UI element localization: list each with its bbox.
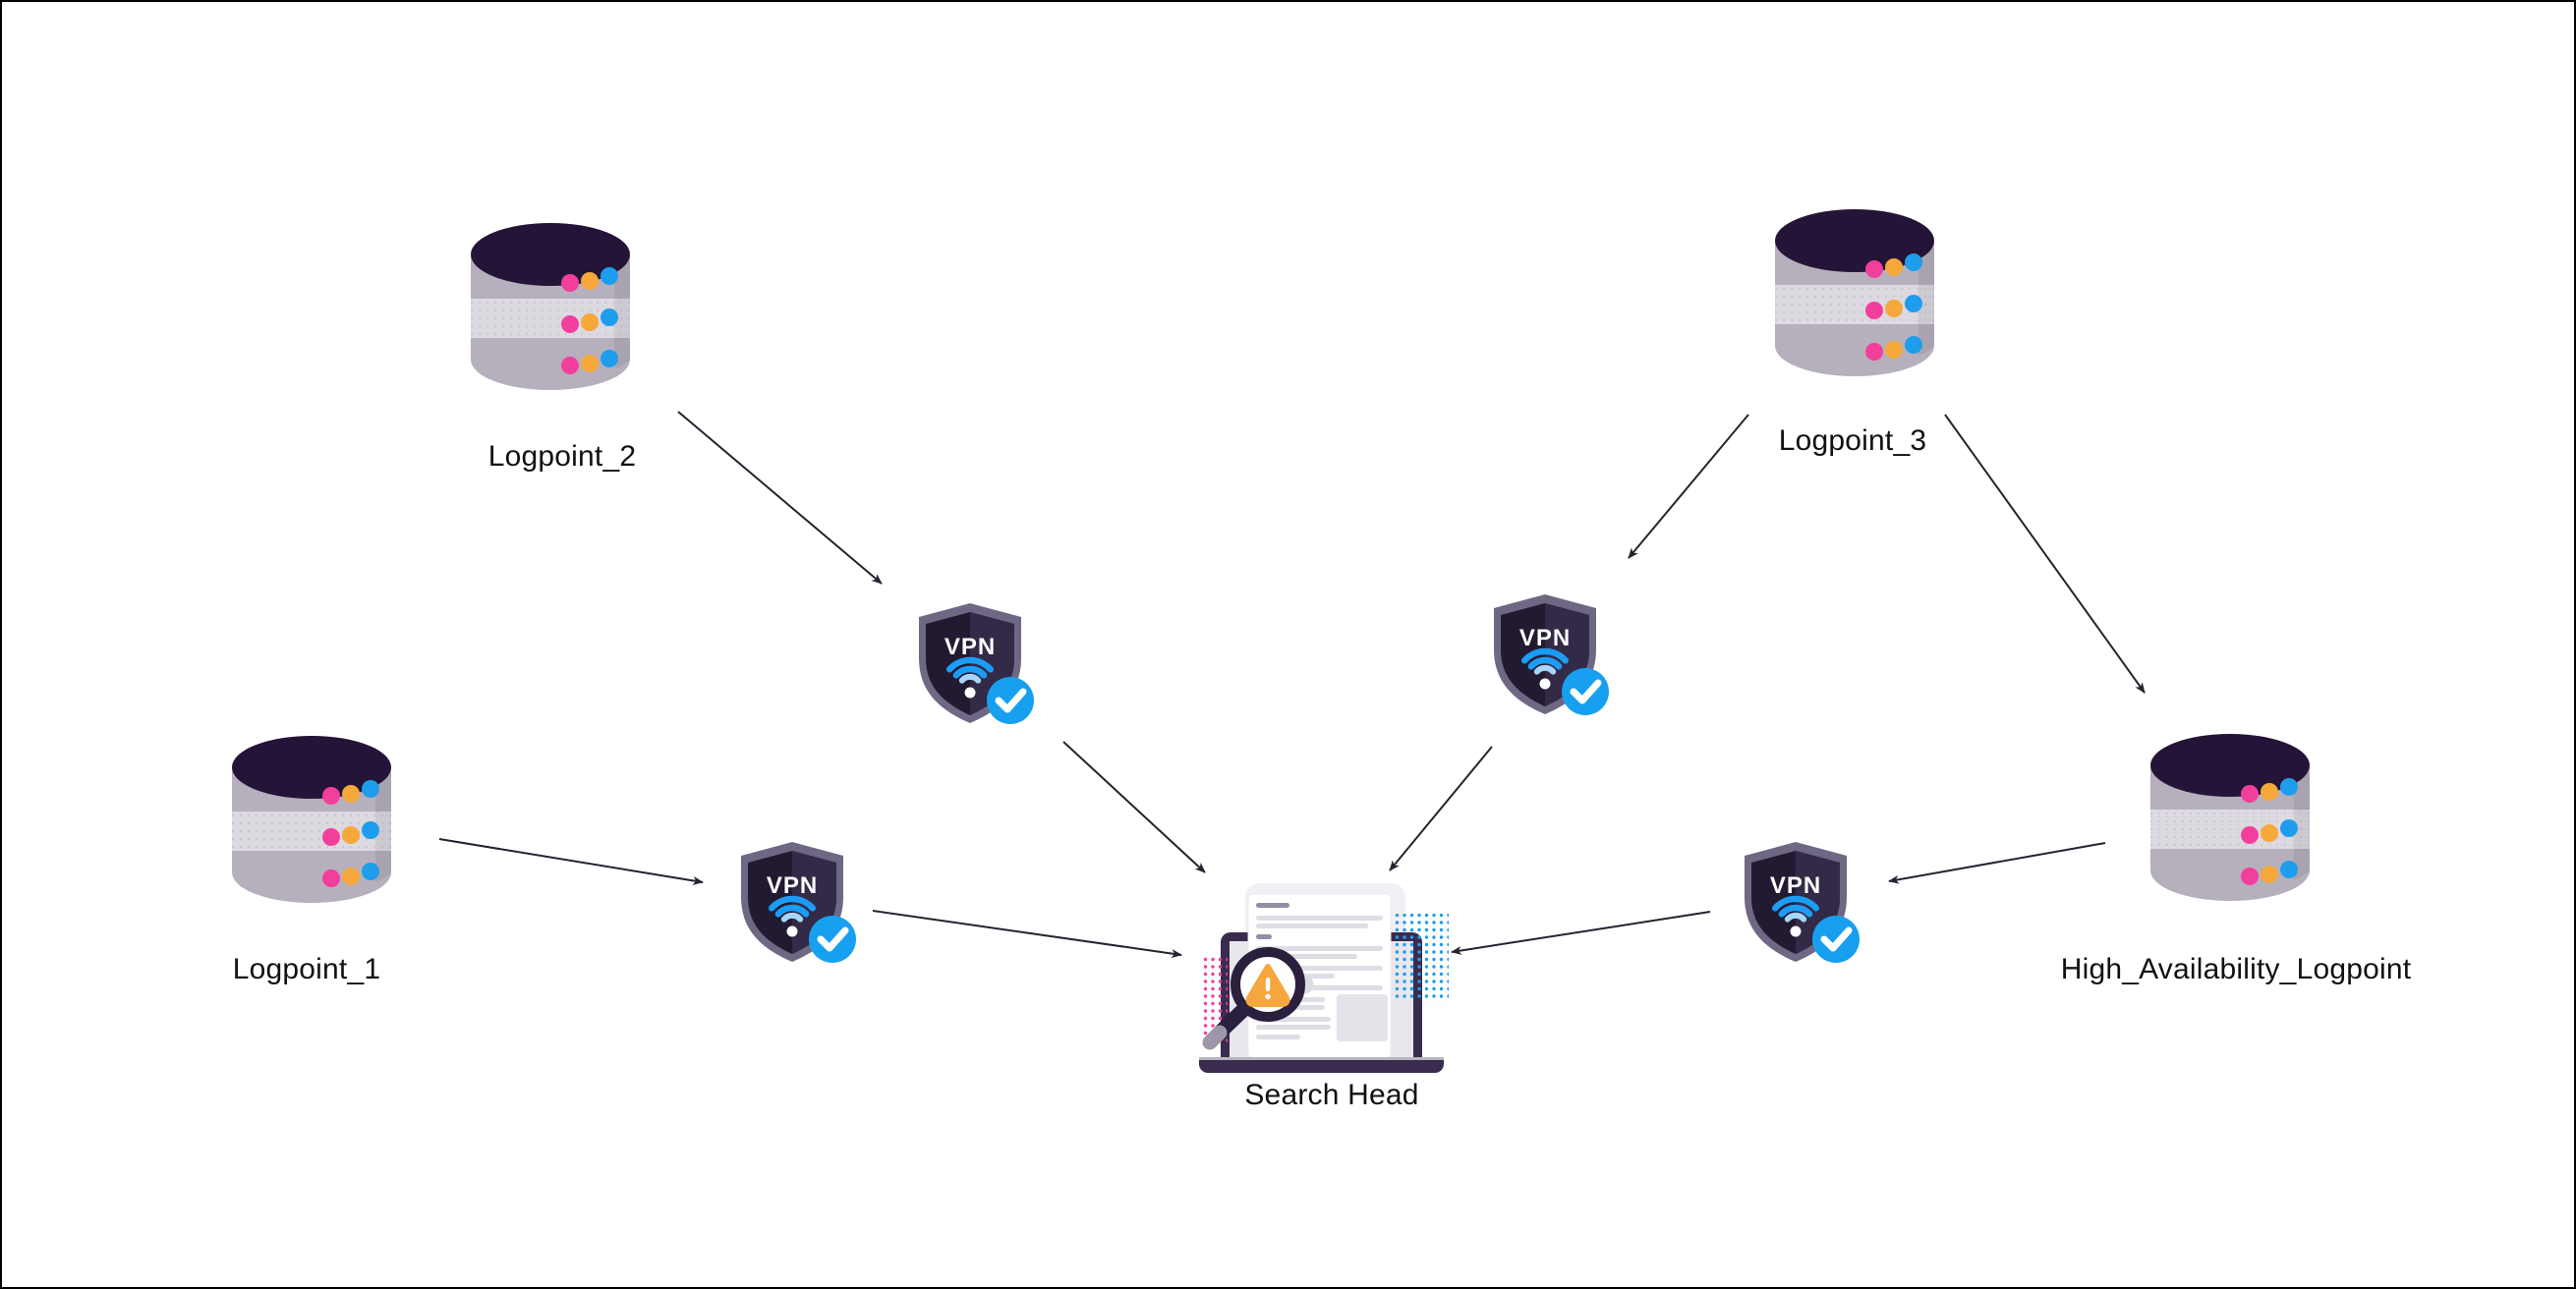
wifi-icon xyxy=(945,656,995,699)
database-icon xyxy=(1775,209,1934,376)
label-logpoint-2: Logpoint_2 xyxy=(487,440,637,473)
vpn-label: VPN xyxy=(1519,625,1571,651)
label-logpoint-1: Logpoint_1 xyxy=(232,953,381,985)
verified-check-icon xyxy=(987,677,1034,724)
vpn-label: VPN xyxy=(1770,872,1821,899)
blue-dots-accent xyxy=(1395,914,1449,1002)
magnifier-warning-icon xyxy=(1202,947,1314,1050)
node-logpoint-1 xyxy=(231,735,392,904)
wifi-icon xyxy=(1771,895,1820,937)
arrow-logpoint3-to-ha xyxy=(1944,414,2146,694)
verified-check-icon xyxy=(1562,668,1609,715)
vpn-shield-icon: VPN xyxy=(1745,842,1860,963)
laptop-base xyxy=(1199,1057,1444,1073)
status-dots xyxy=(1865,253,1922,361)
arrow-logpoint3-to-vpn2 xyxy=(1628,414,1749,559)
arrow-vpn1-to-searchhead xyxy=(1062,741,1206,873)
document-image-placeholder xyxy=(1337,994,1388,1041)
verified-check-icon xyxy=(809,916,856,963)
arrow-vpn3-to-searchhead xyxy=(872,910,1182,959)
status-dots xyxy=(2241,778,2298,885)
vpn-label: VPN xyxy=(767,872,818,899)
database-icon xyxy=(471,223,630,390)
node-vpn-4: VPN xyxy=(1741,840,1864,966)
verified-check-icon xyxy=(1812,916,1860,963)
arrow-ha-to-vpn4 xyxy=(1888,842,2106,884)
node-vpn-3: VPN xyxy=(737,840,861,966)
arrow-vpn4-to-searchhead xyxy=(1451,911,1711,955)
wifi-icon xyxy=(768,895,817,937)
status-dots xyxy=(561,267,618,374)
database-icon xyxy=(2150,734,2310,901)
database-icon xyxy=(232,736,391,903)
node-search-head xyxy=(1196,876,1450,1075)
laptop-search-icon xyxy=(1199,883,1449,1073)
node-vpn-2: VPN xyxy=(1490,592,1614,718)
status-dots xyxy=(322,780,379,887)
vpn-shield-icon: VPN xyxy=(1494,594,1609,715)
warning-triangle-icon xyxy=(1245,964,1290,1007)
node-logpoint-2 xyxy=(470,222,631,391)
vpn-label: VPN xyxy=(945,634,996,660)
vpn-shield-icon: VPN xyxy=(741,842,856,963)
arrow-logpoint1-to-vpn3 xyxy=(438,838,704,885)
label-search-head: Search Head xyxy=(1244,1079,1419,1111)
vpn-shield-icon: VPN xyxy=(919,603,1034,724)
label-high-availability-logpoint: High_Availability_Logpoint xyxy=(2060,953,2412,985)
label-logpoint-3: Logpoint_3 xyxy=(1778,424,1927,457)
arrow-vpn2-to-searchhead xyxy=(1389,746,1493,871)
wifi-icon xyxy=(1520,647,1570,690)
node-logpoint-3 xyxy=(1774,208,1935,377)
node-vpn-1: VPN xyxy=(915,601,1039,727)
arrow-logpoint2-to-vpn1 xyxy=(677,411,883,585)
node-high-availability-logpoint xyxy=(2149,733,2311,902)
